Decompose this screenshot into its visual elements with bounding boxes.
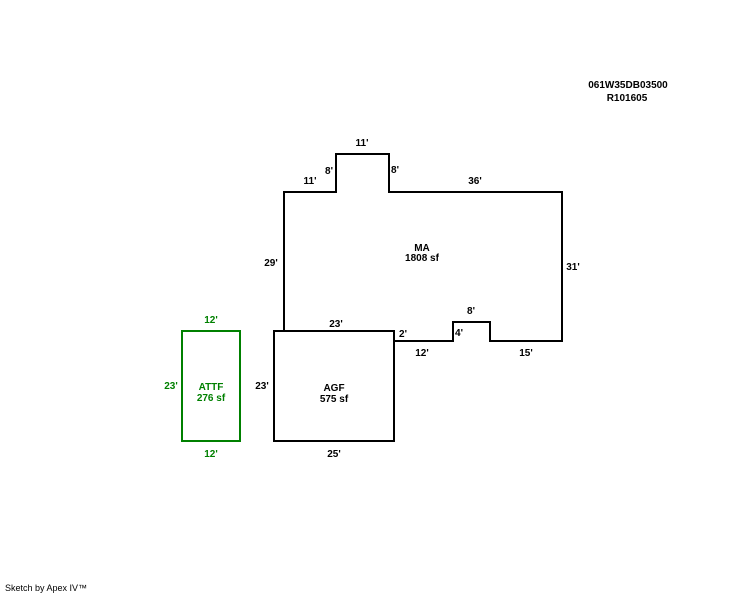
dim-label: 8' <box>467 306 475 317</box>
dim-label: 25' <box>327 449 341 460</box>
dim-label: 23' <box>329 319 343 330</box>
dim-label: 11' <box>304 176 317 187</box>
ma-outline <box>283 153 563 342</box>
attf-label: ATTF <box>199 382 224 393</box>
agf-outline <box>273 330 395 442</box>
agf-area: 575 sf <box>320 394 349 405</box>
ma-label: MA <box>414 243 430 254</box>
dim-label: 2' <box>399 329 407 340</box>
dim-label: 23' <box>164 381 178 392</box>
dim-label: 12' <box>204 315 218 326</box>
dim-label: 8' <box>325 166 333 177</box>
dim-label: 29' <box>264 258 278 269</box>
dim-label: 4' <box>455 328 463 339</box>
ma-area: 1808 sf <box>405 253 440 264</box>
dim-label: 31' <box>566 262 580 273</box>
dim-label: 36' <box>468 176 482 187</box>
dim-label: 11' <box>356 138 369 149</box>
account-number: R101605 <box>607 93 648 104</box>
dim-label: 15' <box>519 348 533 359</box>
attf-outline <box>181 330 241 442</box>
dim-label: 12' <box>204 449 218 460</box>
attf-area: 276 sf <box>197 393 226 404</box>
dim-label: 23' <box>255 381 269 392</box>
footer-credit: Sketch by Apex IV™ <box>5 583 88 593</box>
agf-label: AGF <box>323 383 344 394</box>
dim-label: 8' <box>391 165 399 176</box>
parcel-id: 061W35DB03500 <box>588 80 668 91</box>
dim-label: 12' <box>415 348 429 359</box>
